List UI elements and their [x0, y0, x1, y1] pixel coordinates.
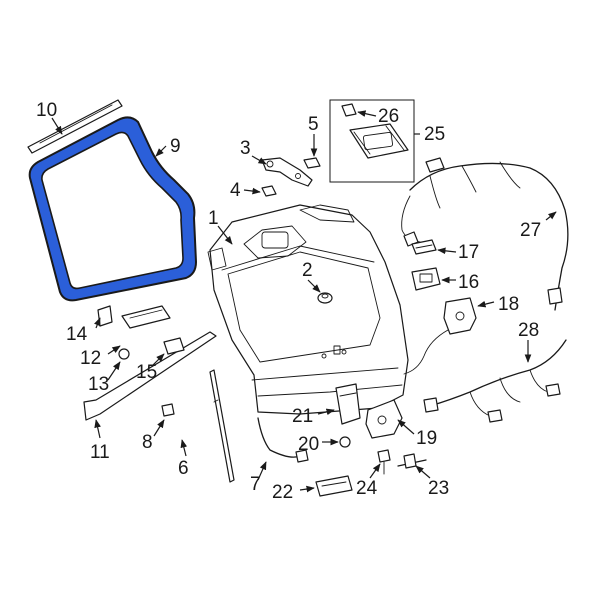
callout-1: 1 [208, 208, 219, 229]
callout-2: 2 [302, 260, 313, 281]
callout-leaders [51, 110, 557, 493]
bracket-part-21 [335, 383, 361, 425]
clip-part-24 [377, 449, 391, 475]
callout-23: 23 [428, 478, 449, 499]
callout-20: 20 [298, 434, 319, 455]
callout-25: 25 [424, 124, 445, 145]
callout-7: 7 [250, 474, 261, 495]
callout-27: 27 [520, 220, 541, 241]
callout-26: 26 [378, 106, 399, 127]
lamp-part-17 [411, 239, 437, 255]
callout-11: 11 [90, 442, 110, 463]
hinge-part-3 [261, 157, 313, 187]
callout-21: 21 [292, 406, 313, 427]
harness-part-28 [423, 339, 567, 423]
molding-strip-part-10 [27, 99, 123, 154]
grommet-part-2 [317, 292, 333, 304]
callout-22: 22 [272, 482, 293, 503]
nut-part-5 [303, 157, 321, 169]
callout-4: 4 [230, 180, 241, 201]
callout-24: 24 [356, 478, 378, 499]
callout-5: 5 [308, 114, 319, 135]
bolt-part-4 [261, 185, 277, 197]
callout-3: 3 [240, 138, 251, 159]
switch-part-15 [163, 337, 185, 355]
callout-19: 19 [416, 428, 437, 449]
bumper-part-13 [118, 348, 130, 360]
rod-part-23 [397, 453, 427, 469]
callout-labels: 1 2 3 4 5 6 7 8 9 10 11 12 13 14 15 16 1… [36, 100, 541, 503]
bulb-part-26 [341, 103, 357, 117]
callout-8: 8 [142, 432, 153, 453]
callout-18: 18 [498, 294, 519, 315]
callout-15: 15 [136, 362, 157, 383]
callout-12: 12 [80, 348, 101, 369]
callout-10: 10 [36, 100, 57, 121]
callout-6: 6 [178, 458, 189, 479]
clip-part-8 [161, 403, 175, 417]
callout-17: 17 [458, 242, 479, 263]
liftgate-panel-part-1 [207, 204, 409, 415]
handle-part-22 [315, 475, 353, 497]
weatherstrip-part-9 [28, 116, 198, 302]
bracket-part-12 [121, 305, 171, 329]
stopper-part-14 [97, 305, 113, 327]
callout-9: 9 [170, 136, 181, 157]
callout-16: 16 [458, 272, 479, 293]
callout-14: 14 [66, 324, 88, 345]
cable-part-7 [257, 417, 309, 463]
callout-13: 13 [88, 374, 109, 395]
latch-part-18 [403, 297, 477, 375]
strut-part-6 [209, 369, 235, 483]
wiring-harness-part-27 [401, 157, 569, 311]
bolt-part-20 [339, 436, 351, 448]
callout-28: 28 [518, 320, 539, 341]
switch-part-16 [411, 267, 441, 291]
lamp-assembly-part-25 [329, 99, 415, 183]
latch-part-19 [365, 399, 403, 439]
trim-bar-part-11 [83, 331, 217, 421]
